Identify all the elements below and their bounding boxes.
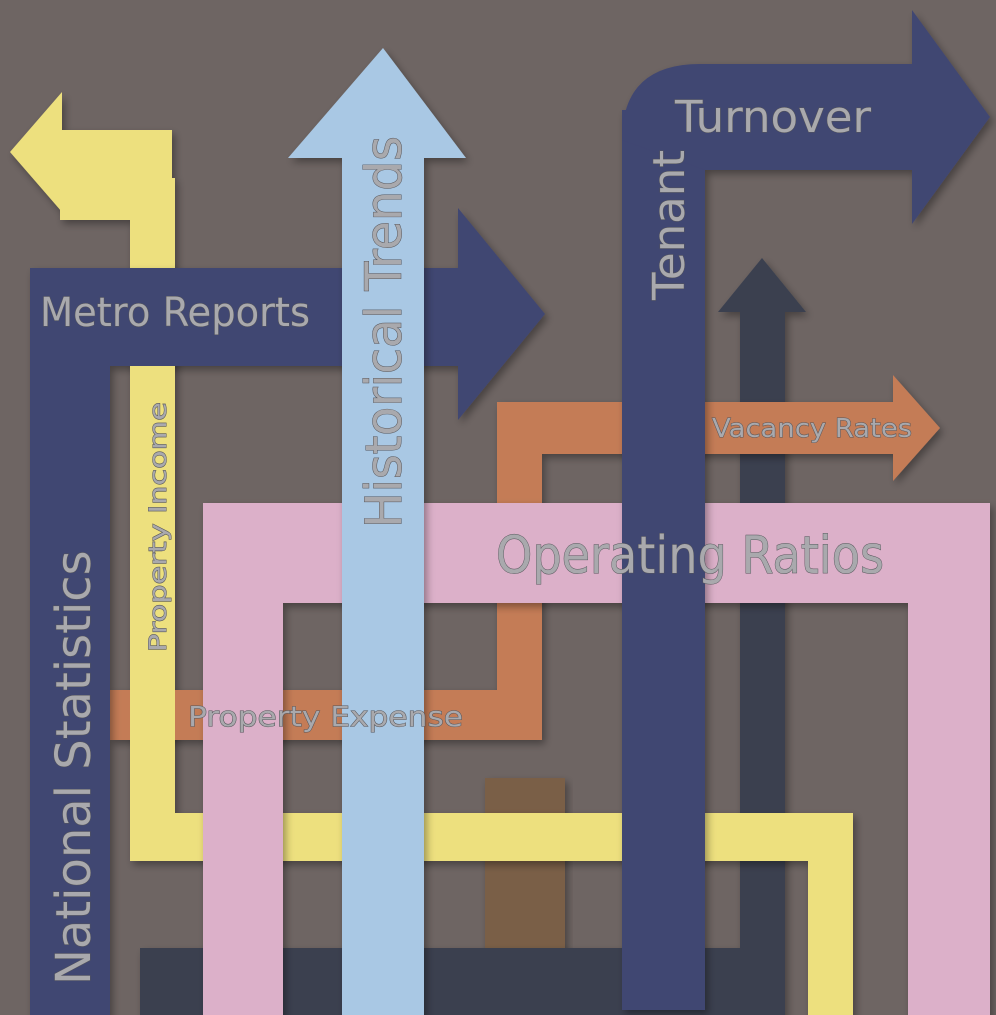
- label-vacancy-rates: Vacancy Rates: [712, 414, 912, 444]
- label-metro-reports: Metro Reports: [40, 290, 310, 336]
- label-national-statistics: National Statistics: [46, 550, 102, 985]
- label-operating-ratios: Operating Ratios: [496, 526, 884, 586]
- historical-trends-arrow: [288, 48, 466, 1015]
- label-property-expense: Property Expense: [188, 700, 463, 733]
- label-historical-trends: Historical Trends: [355, 136, 413, 528]
- label-turnover: Turnover: [674, 92, 872, 143]
- tenant-turnover-arrow: [622, 10, 990, 1010]
- label-tenant: Tenant: [644, 150, 695, 301]
- label-property-income: Property Income: [144, 402, 172, 652]
